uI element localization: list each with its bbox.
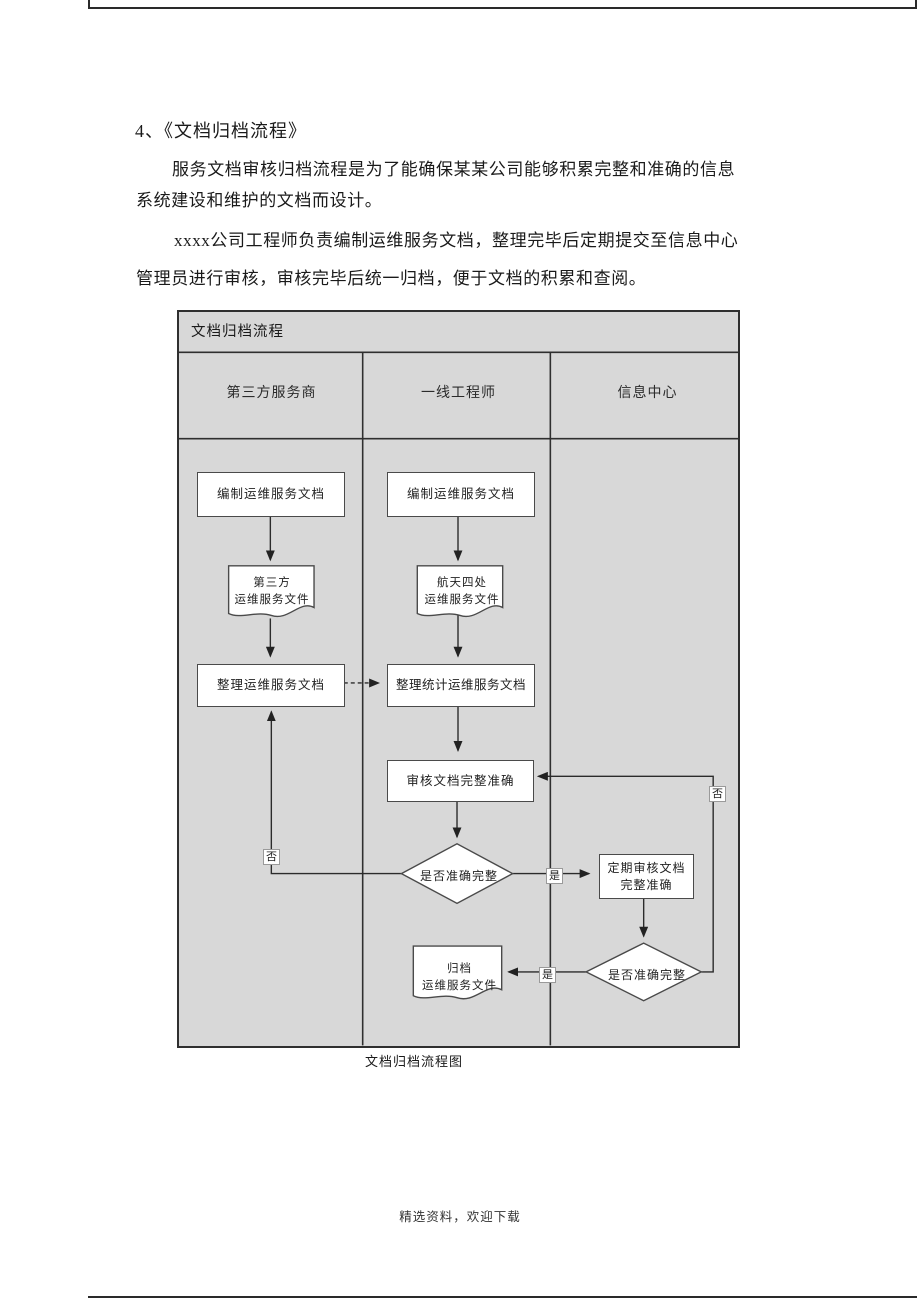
node-review-doc: 审核文档完整准确 <box>387 760 534 802</box>
node-compose-doc-engineer: 编制运维服务文档 <box>387 472 535 517</box>
node-organize-stat-doc: 整理统计运维服务文档 <box>387 664 535 707</box>
doc1-line1: 第三方 <box>253 577 291 590</box>
paragraph2-line2: 管理员进行审核，审核完毕后统一归档，便于文档的积累和查阅。 <box>136 269 647 288</box>
decision-d1-text: 是否准确完整 <box>419 869 498 884</box>
node-periodic-review-line2: 完整准确 <box>620 877 673 892</box>
document-doc2-shape <box>416 565 504 618</box>
flowchart-lines-layer <box>179 351 738 1046</box>
lane-header-info-center: 信息中心 <box>617 386 678 401</box>
branch-label-no2: 否 <box>709 786 726 802</box>
document-shapes <box>227 565 504 1000</box>
figure-caption: 文档归档流程图 <box>365 1054 464 1069</box>
lane-header-frontline-engineer: 一线工程师 <box>421 386 496 401</box>
branch-label-no1: 否 <box>263 849 280 865</box>
decision-d2-shape <box>584 942 703 1002</box>
section-heading: 4、《文档归档流程》 <box>135 121 307 141</box>
doc1-text: 第三方 运维服务文件 <box>229 570 315 614</box>
document-doc1-shape <box>227 565 315 618</box>
branch-label-yes1: 是 <box>546 868 563 884</box>
flowchart-title: 文档归档流程 <box>191 324 284 340</box>
node-organize-doc: 整理运维服务文档 <box>197 664 345 707</box>
swimlane-grid <box>179 351 738 1046</box>
lane-header-third-party: 第三方服务商 <box>226 386 317 401</box>
cropped-table-border-right-stub <box>915 0 917 9</box>
branch-label-yes2: 是 <box>539 967 556 983</box>
paragraph1-line1: 服务文档审核归档流程是为了能确保某某公司能够积累完整和准确的信息 <box>172 160 736 179</box>
connector-d2-no-loop-to-c <box>536 771 714 973</box>
node-periodic-review: 定期审核文档 完整准确 <box>599 854 694 899</box>
node-periodic-review-line1: 定期审核文档 <box>607 861 686 876</box>
page-footer: 精选资料，欢迎下载 <box>399 1210 521 1224</box>
paragraph2-line1: xxxx公司工程师负责编制运维服务文档，整理完毕后定期提交至信息中心 <box>174 231 739 250</box>
node-compose-doc-third-party: 编制运维服务文档 <box>197 472 345 517</box>
decision-d2-text: 是否准确完整 <box>607 968 686 983</box>
cropped-table-border-top <box>88 7 917 9</box>
paragraph1-line2: 系统建设和维护的文档而设计。 <box>136 191 383 210</box>
doc3-line1: 归档 <box>447 963 472 976</box>
flowchart-figure: 文档归档流程 第三方服务商 一线工程师 信息中心 编制运维服务文档 编制运维服务… <box>177 310 740 1048</box>
doc3-text: 归档 运维服务文件 <box>415 955 504 1001</box>
connector-d1-no-loop-to-b1 <box>266 710 402 875</box>
doc2-line2: 运维服务文件 <box>424 594 500 606</box>
doc2-text: 航天四处 运维服务文件 <box>419 570 505 614</box>
flow-connectors <box>265 516 714 977</box>
cropped-table-border-left-stub <box>88 0 90 9</box>
decision-shapes <box>399 843 703 1002</box>
document-doc3-shape <box>412 945 503 1000</box>
decision-d1-shape <box>399 843 515 905</box>
doc2-line1: 航天四处 <box>437 577 487 590</box>
cropped-table-border-bottom <box>88 1296 917 1298</box>
doc3-line2: 运维服务文件 <box>422 980 497 992</box>
doc1-line2: 运维服务文件 <box>234 594 310 606</box>
